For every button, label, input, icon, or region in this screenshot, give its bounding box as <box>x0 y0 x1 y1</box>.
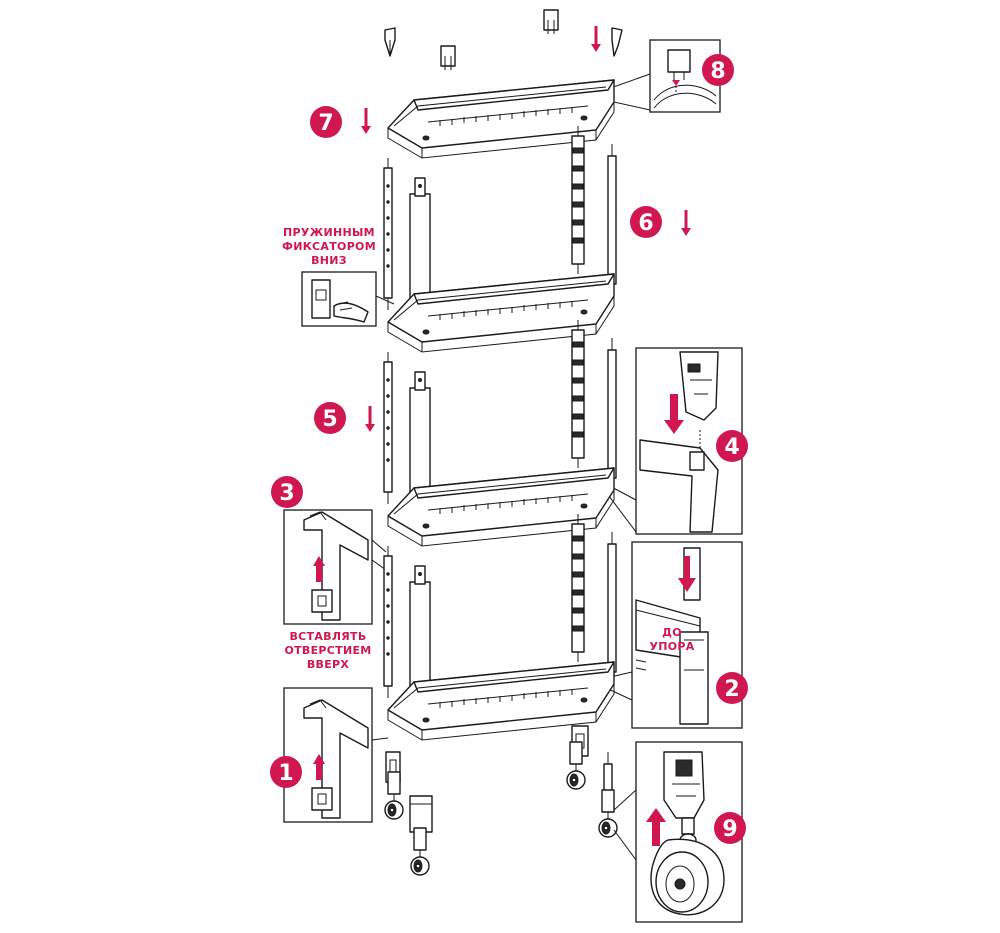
step-6-marker: 6 <box>630 206 691 238</box>
caster-wheel-icon <box>384 771 404 820</box>
post-thin <box>383 545 393 699</box>
step-5-marker: 5 <box>314 402 375 434</box>
step-3-number: 3 <box>279 481 294 506</box>
arrow-down-icon <box>681 210 691 236</box>
arrow-up-icon <box>313 556 325 582</box>
spring-lock-label-line-3: ВНИЗ <box>311 254 347 267</box>
step-7-number: 7 <box>318 111 333 136</box>
step-9-number: 9 <box>722 817 737 842</box>
caster-wheel-icon <box>566 741 586 790</box>
post-slim <box>607 531 617 673</box>
step-2-number: 2 <box>724 677 739 702</box>
step-8-badge <box>702 54 734 86</box>
step-6-number: 6 <box>638 211 653 236</box>
bottom-hardware <box>384 725 618 876</box>
spring-lock-label-line-1: ПРУЖИННЫМ <box>283 226 375 239</box>
post-thin <box>383 351 393 505</box>
step-3-detail: 3 ВСТАВЛЯТЬ ОТВЕРСТИЕМ ВВЕРХ <box>271 476 387 671</box>
spring-lock-label-line-2: ФИКСАТОРОМ <box>282 240 376 253</box>
post-slim <box>607 337 617 479</box>
step-8-detail: 8 <box>604 39 734 113</box>
arrow-up-icon <box>313 754 325 780</box>
insert-label-line-3: ВВЕРХ <box>307 658 350 671</box>
step-1-detail: 1 <box>270 687 389 823</box>
step-4-detail: 4 <box>605 347 748 535</box>
step-2-detail: ДО УПОРА 2 <box>605 541 748 729</box>
arrow-down-icon <box>678 556 696 592</box>
step-9-detail: 9 <box>613 741 746 923</box>
step-9-badge <box>714 812 746 844</box>
arrow-down-icon <box>365 406 375 432</box>
spring-lock-note: ПРУЖИННЫМ ФИКСАТОРОМ ВНИЗ <box>282 226 395 327</box>
step-4-badge <box>716 430 748 462</box>
arrow-down-icon <box>664 394 684 434</box>
insert-label-line-1: ВСТАВЛЯТЬ <box>289 630 366 643</box>
arrow-down-icon <box>591 26 601 52</box>
step-2-badge <box>716 672 748 704</box>
step-1-number: 1 <box>278 761 293 786</box>
step-7-marker: 7 <box>310 106 371 138</box>
step-8-number: 8 <box>710 59 725 84</box>
post-slim <box>607 143 617 285</box>
step-3-badge <box>271 476 303 508</box>
arrow-up-icon <box>646 808 666 846</box>
to-stop-label-line-1: ДО <box>662 626 682 639</box>
step-5-number: 5 <box>322 407 337 432</box>
post-ribbed <box>571 513 585 663</box>
arrow-down-icon <box>361 108 371 134</box>
caster-wheel-icon <box>410 827 430 876</box>
step-1-badge <box>270 756 302 788</box>
post-ribbed <box>571 125 585 275</box>
post-ribbed <box>571 319 585 469</box>
step-4-number: 4 <box>724 435 739 460</box>
top-cap-pieces <box>384 9 623 70</box>
to-stop-label-line-2: УПОРА <box>649 640 694 653</box>
post-thin <box>383 157 393 311</box>
hand-icon <box>333 302 369 323</box>
insert-label-line-2: ОТВЕРСТИЕМ <box>284 644 371 657</box>
